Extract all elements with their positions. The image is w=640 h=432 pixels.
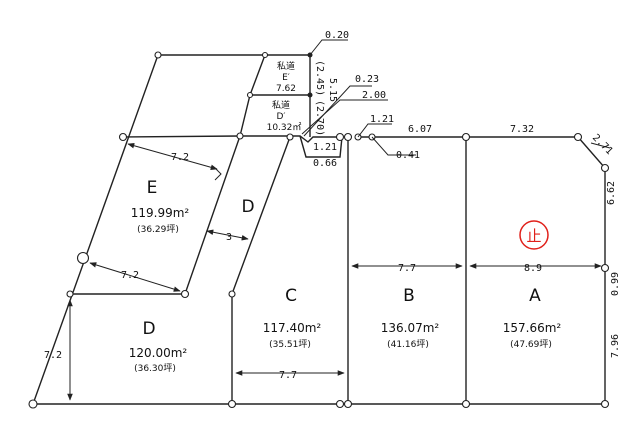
dim-0-41: 0.41 (396, 150, 420, 161)
stop-stamp: 止 (519, 220, 549, 250)
private-road-D-prime-line1: 私道 (272, 99, 290, 111)
dim-2-70: (2.70) (314, 100, 325, 136)
lot-A: A 157.66m² (47.69坪) (503, 286, 562, 350)
lot-B-area: 136.07m² (381, 321, 440, 335)
lot-C: C 117.40m² (35.51坪) (263, 286, 322, 350)
lot-A-label: A (529, 286, 541, 306)
lot-E-area: 119.99m² (131, 206, 190, 220)
lot-C-tsubo: (35.51坪) (269, 339, 311, 350)
lot-A-tsubo: (47.69坪) (510, 339, 552, 350)
dim-7-7-c: 7.7 (279, 370, 297, 381)
private-road-E-prime-line2: E′ (282, 73, 290, 83)
dim-5-15: 5.15 (327, 78, 338, 102)
lot-E: E 119.99m² (36.29坪) (131, 178, 190, 235)
dim-7-2-vertical: 7.2 (44, 350, 62, 361)
dim-2-00: 2.00 (362, 90, 386, 101)
lot-D-area: 120.00m² (129, 346, 188, 360)
dim-7-2-upper: 7.2 (171, 152, 189, 163)
dim-1-21-top: 1.21 (370, 114, 394, 125)
private-road-D-prime: 私道 D′ 10.32㎡ (267, 99, 302, 133)
lot-B: B 136.07m² (41.16坪) (381, 286, 440, 350)
private-road-E-prime: 私道 E′ 7.62 (276, 60, 296, 94)
lot-D-tsubo: (36.30坪) (134, 363, 176, 374)
lot-B-label: B (403, 286, 415, 306)
private-road-E-prime-line1: 私道 (277, 60, 295, 72)
dim-7-32: 7.32 (510, 124, 534, 135)
private-road-D-prime-value: 10.32㎡ (267, 122, 302, 133)
dimension-arrows (67, 39, 611, 401)
dim-3: 3 (226, 232, 232, 243)
dim-0-99: 0.99 (610, 272, 621, 296)
lot-C-label: C (285, 286, 297, 306)
lot-D: D 120.00m² (36.30坪) (129, 319, 188, 374)
dim-0-66: 0.66 (313, 158, 337, 169)
dimension-labels: 0.20 (2.45) 5.15 (2.70) 0.23 2.00 1.21 1… (44, 30, 621, 381)
dim-0-23: 0.23 (355, 74, 379, 85)
lot-A-area: 157.66m² (503, 321, 562, 335)
dim-2-45: (2.45) (314, 60, 325, 96)
dim-7-2-middle: 7.2 (121, 270, 139, 281)
lot-C-area: 117.40m² (263, 321, 322, 335)
dim-2-71: 2.71 (590, 132, 615, 157)
stop-stamp-text: 止 (526, 227, 541, 245)
lot-D-upper-label: D (241, 197, 254, 217)
dim-0-20: 0.20 (325, 30, 349, 41)
private-road-E-prime-value: 7.62 (276, 84, 296, 94)
dim-8-9: 8.9 (524, 263, 542, 274)
lot-D-label: D (142, 319, 155, 339)
survey-points (28, 51, 610, 409)
lot-E-label: E (147, 178, 158, 198)
dim-6-62: 6.62 (606, 181, 617, 205)
private-road-D-prime-line2: D′ (277, 112, 286, 122)
dim-7-96: 7.96 (610, 334, 621, 358)
dim-6-07: 6.07 (408, 124, 432, 135)
dim-1-21-left: 1.21 (313, 142, 337, 153)
lot-E-tsubo: (36.29坪) (137, 224, 179, 235)
dim-7-7-b: 7.7 (398, 263, 416, 274)
lot-B-tsubo: (41.16坪) (387, 339, 429, 350)
